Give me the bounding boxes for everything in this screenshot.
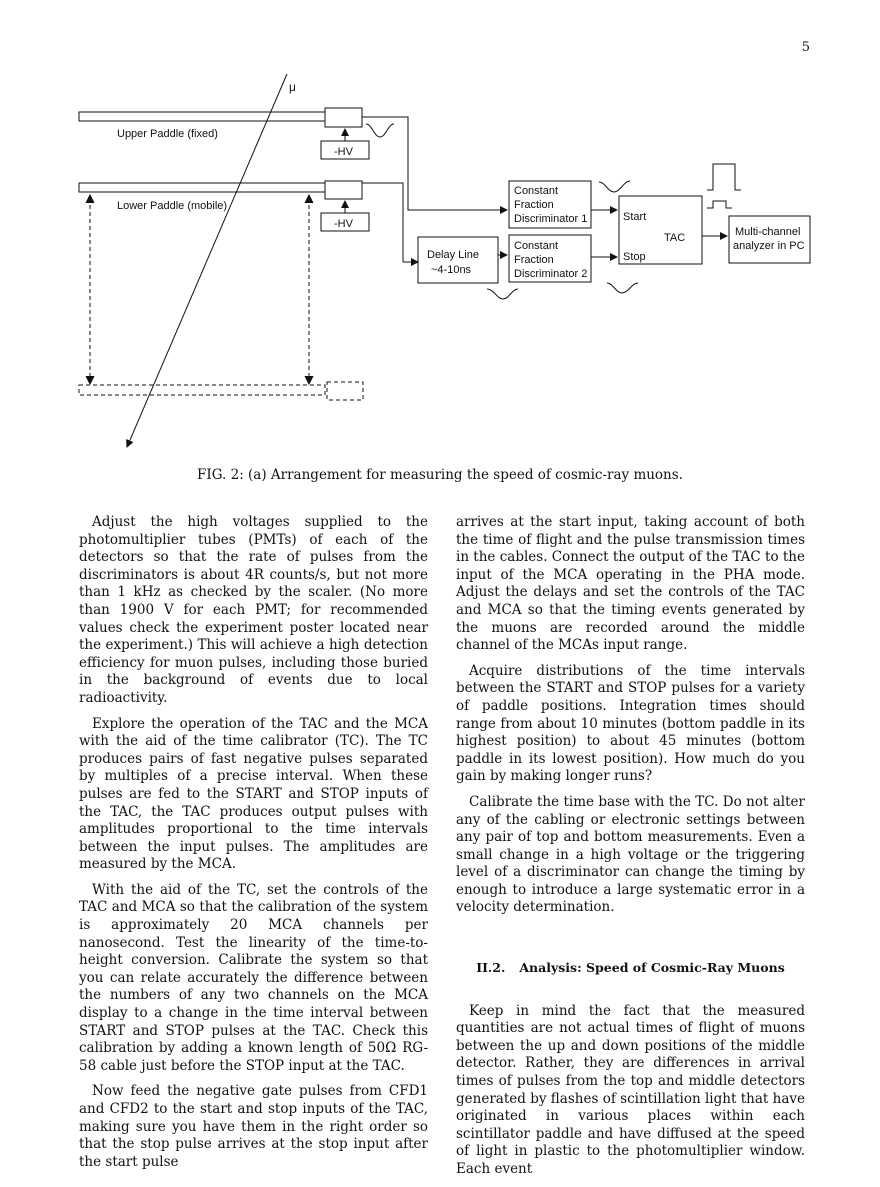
paragraph: Calibrate the time base with the TC. Do … (456, 793, 805, 916)
pulse-cfd2-in (486, 288, 519, 300)
figure-caption: FIG. 2: (a) Arrangement for measuring th… (197, 467, 683, 483)
paragraph: Explore the operation of the TAC and the… (79, 715, 428, 873)
tac-label: TAC (664, 232, 685, 244)
muon-track (126, 73, 288, 448)
pulse-cfd1 (598, 180, 631, 193)
lower-pmt (324, 180, 363, 200)
cfd1-line2: Fraction (514, 199, 554, 211)
right-column: arrives at the start input, taking accou… (456, 514, 805, 1187)
page-number: 5 (801, 40, 810, 55)
tac-start-label: Start (623, 211, 646, 223)
cfd2-box (508, 234, 592, 283)
section-heading: II.2. Analysis: Speed of Cosmic-Ray Muons (456, 959, 805, 977)
lower-paddle-lowest-position (78, 384, 326, 396)
paragraph: arrives at the start input, taking accou… (456, 514, 805, 654)
experiment-diagram: μ Upper Paddle (fixed) Lower Paddle (mob… (78, 73, 811, 448)
delay-line-box (417, 236, 499, 284)
lower-pmt-lowest-position (326, 381, 364, 401)
lower-paddle (78, 182, 326, 193)
hv-lower-label: -HV (334, 218, 354, 230)
cfd1-line1: Constant (514, 185, 558, 197)
paragraph: Acquire distributions of the time interv… (456, 662, 805, 785)
mu-label: μ (289, 80, 296, 94)
tac-stop-label: Stop (623, 251, 646, 263)
section-number: II.2. (476, 960, 506, 976)
cfd1-box (508, 180, 592, 229)
paragraph: Now feed the negative gate pulses from C… (79, 1083, 428, 1170)
upper-paddle-label: Upper Paddle (fixed) (117, 128, 218, 140)
cfd2-line2: Fraction (514, 254, 554, 266)
upper-pmt (324, 107, 363, 128)
hv-upper-label: -HV (334, 146, 354, 158)
pulse-cfd2-out (606, 282, 639, 294)
pulse-tac-large (707, 163, 741, 191)
mca-line2: analyzer in PC (733, 240, 805, 252)
cfd1-line3: Discriminator 1 (514, 213, 587, 225)
mca-box (728, 215, 811, 264)
tac-box (618, 195, 703, 265)
cfd2-line3: Discriminator 2 (514, 268, 587, 280)
delay-line-line1: Delay Line (427, 249, 479, 261)
section-title: Analysis: Speed of Cosmic-Ray Muons (519, 960, 785, 976)
pulse-tac-small (707, 200, 732, 209)
paragraph: With the aid of the TC, set the controls… (79, 881, 428, 1074)
delay-line-line2: ~4-10ns (431, 264, 472, 276)
upper-paddle (78, 111, 326, 122)
cfd2-line1: Constant (514, 240, 558, 252)
left-column: Adjust the high voltages supplied to the… (79, 514, 428, 1179)
mca-line1: Multi-channel (735, 226, 800, 238)
paragraph: Keep in mind the fact that the measured … (456, 1002, 805, 1177)
paragraph: Adjust the high voltages supplied to the… (79, 514, 428, 706)
pulse-upper (365, 123, 395, 138)
lower-paddle-label: Lower Paddle (mobile) (117, 200, 227, 212)
